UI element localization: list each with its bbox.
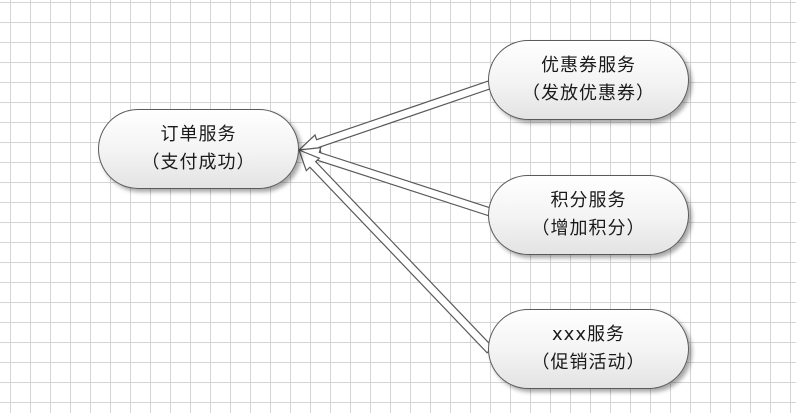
node-order-service[interactable]: 订单服务 （支付成功） xyxy=(98,109,299,189)
node-points-service[interactable]: 积分服务 （增加积分） xyxy=(488,175,689,255)
arrow-coupon-to-order xyxy=(297,79,495,153)
node-coupon-title: 优惠券服务 xyxy=(541,55,636,76)
node-promo-subtitle: （促销活动） xyxy=(531,352,646,373)
node-promo-title: xxx服务 xyxy=(552,324,625,345)
node-order-title: 订单服务 xyxy=(160,124,237,145)
node-points-title: 积分服务 xyxy=(550,190,627,211)
arrow-promo-to-order xyxy=(297,148,494,354)
node-coupon-subtitle: （发放优惠券） xyxy=(522,83,655,104)
node-coupon-service[interactable]: 优惠券服务 （发放优惠券） xyxy=(488,40,689,120)
node-order-subtitle: （支付成功） xyxy=(141,152,256,173)
node-promo-service[interactable]: xxx服务 （促销活动） xyxy=(488,309,689,389)
node-points-subtitle: （增加积分） xyxy=(531,218,646,239)
